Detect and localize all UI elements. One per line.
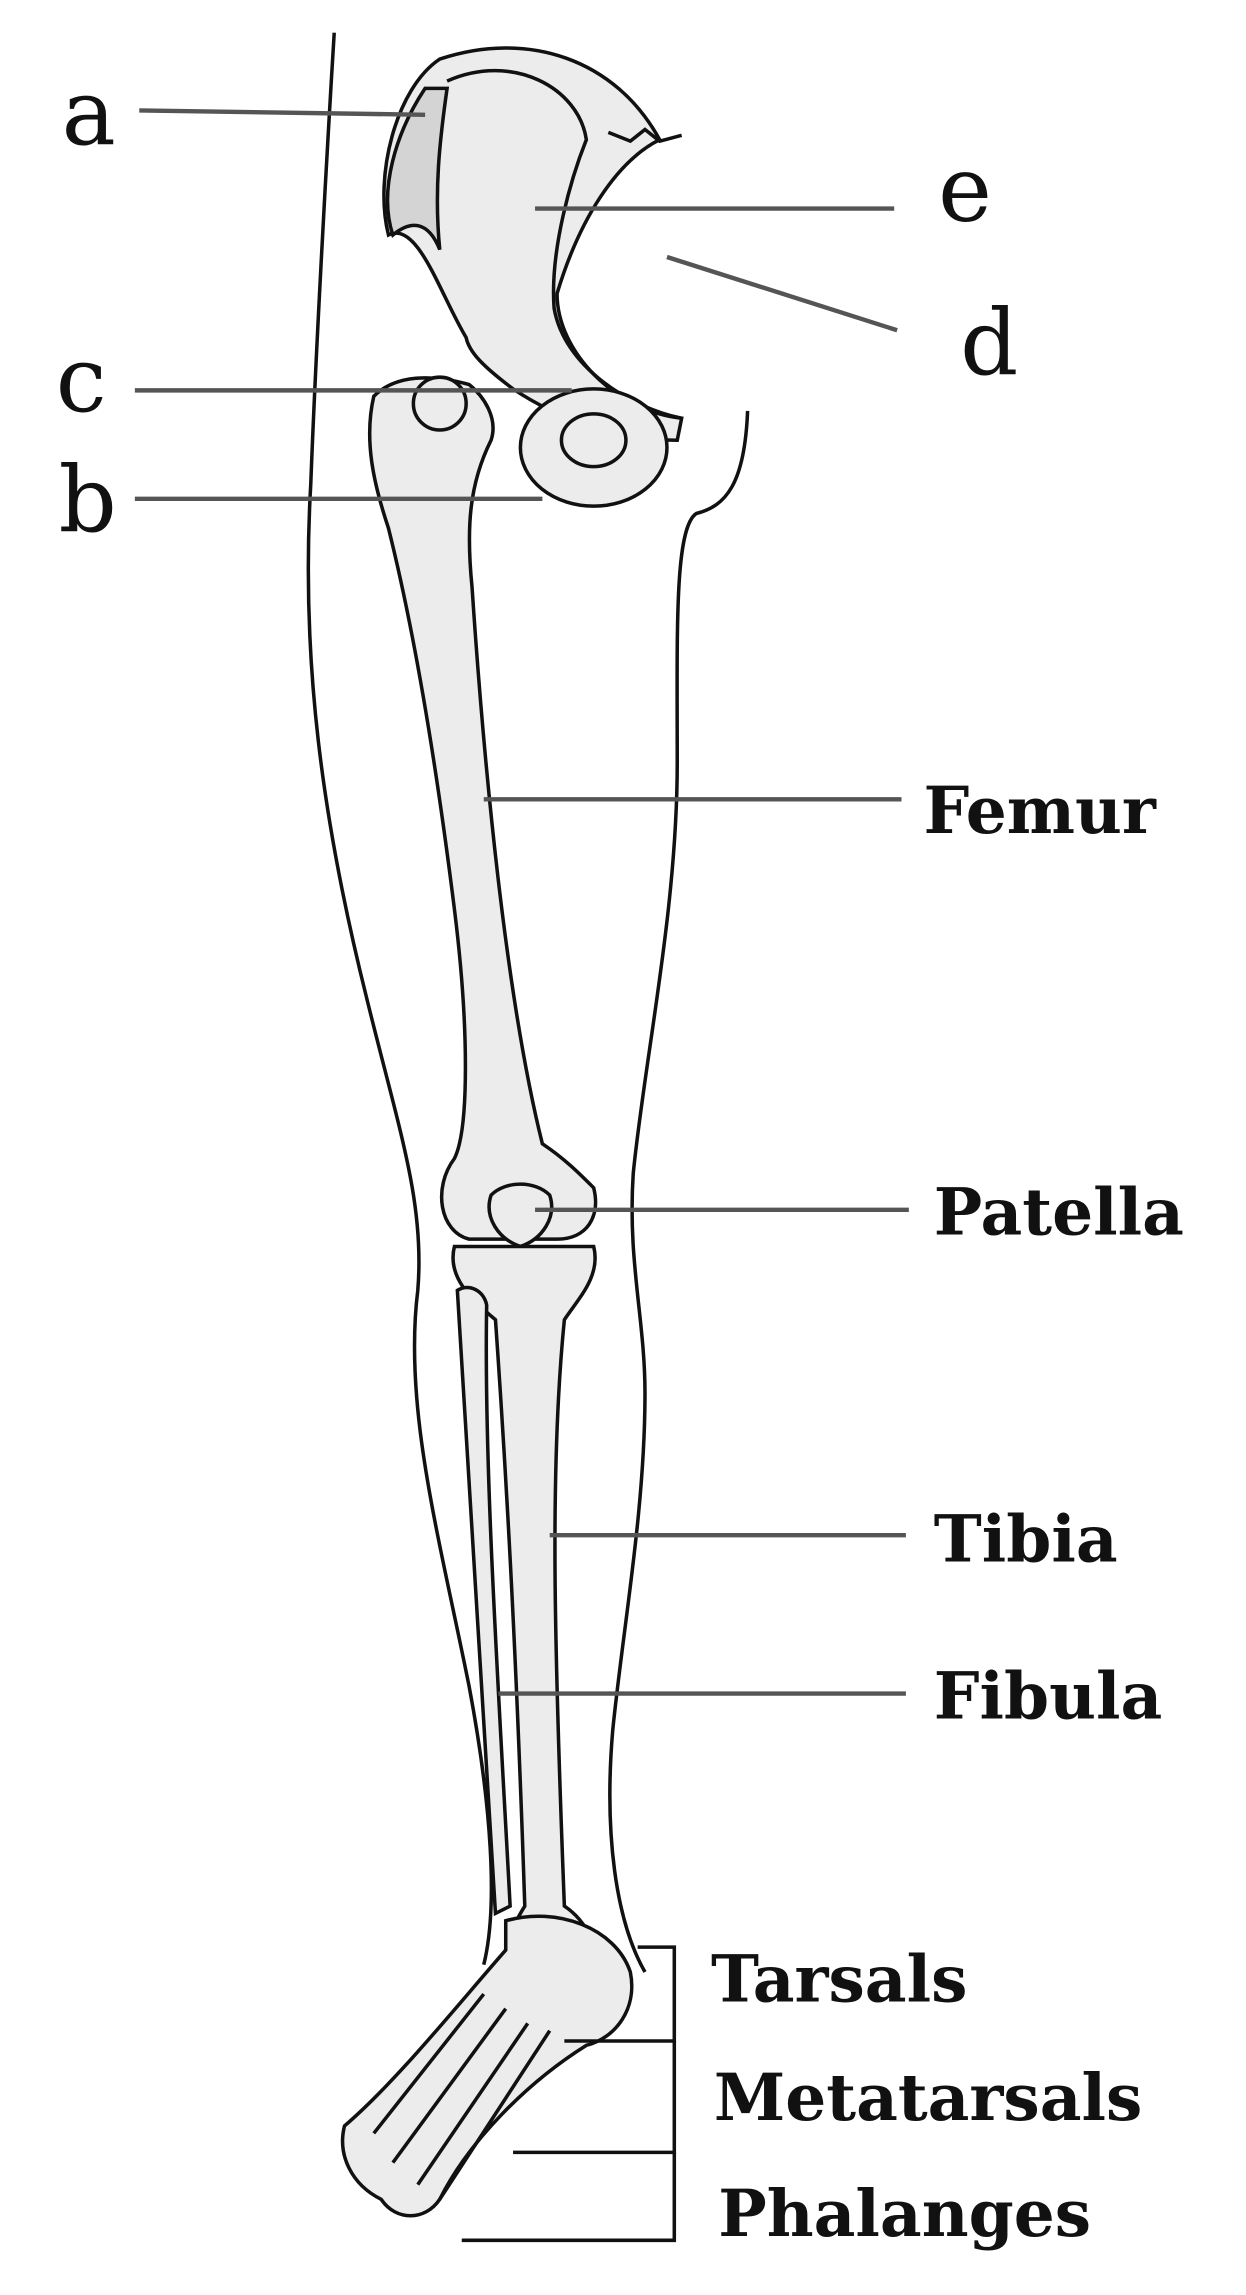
femur-bone — [367, 376, 598, 1241]
label-tibia: Tibia — [934, 1502, 1118, 1578]
patella-bone — [487, 1182, 554, 1249]
leader-d — [666, 254, 898, 333]
metatarsal-lines — [372, 1992, 552, 2201]
label-metatarsals: Metatarsals — [714, 2060, 1142, 2136]
label-a: a — [62, 61, 116, 166]
label-e: e — [938, 137, 992, 242]
obturator-ring — [518, 387, 669, 508]
obturator-foramen — [559, 412, 628, 469]
leader-a — [139, 108, 426, 117]
ilium-crest-jag — [607, 127, 683, 144]
label-tarsals: Tarsals — [711, 1941, 967, 2017]
label-patella: Patella — [934, 1175, 1184, 1251]
label-b: b — [59, 448, 117, 553]
fibula-bone — [455, 1285, 512, 1917]
bracket-tarsals — [564, 1945, 677, 2043]
ilium-shaded — [385, 86, 450, 251]
leg-outline-left — [306, 32, 494, 1966]
label-d: d — [960, 291, 1018, 396]
label-c: c — [56, 328, 107, 433]
leg-outline-right — [608, 410, 750, 1973]
label-femur: Femur — [924, 773, 1157, 849]
femur-head — [411, 375, 468, 432]
label-phalanges: Phalanges — [718, 2176, 1091, 2252]
foot-bones — [340, 1914, 634, 2218]
bracket-phalanges — [461, 2152, 677, 2243]
label-fibula: Fibula — [934, 1658, 1163, 1734]
